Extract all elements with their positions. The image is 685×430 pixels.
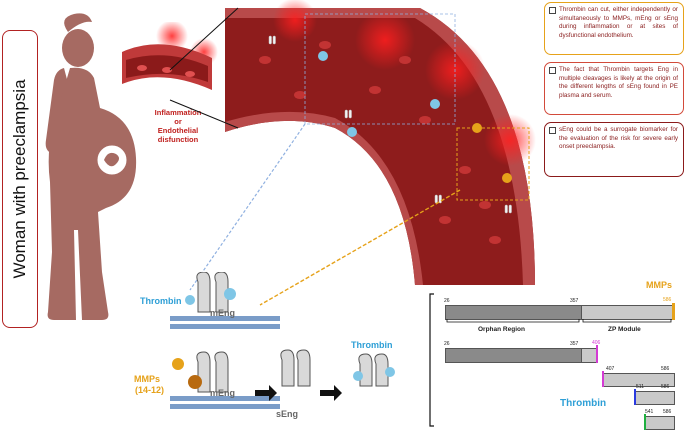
vessel-caption: Inflammation or Endothelial disfunction [128, 108, 228, 144]
bar5-start: 541 [645, 409, 654, 415]
bar5-end: 586 [663, 409, 672, 415]
bar2-mid: 357 [570, 341, 579, 347]
zoom-lines [169, 7, 461, 306]
info-box-1-text: Thrombin can cut, either independently o… [559, 6, 678, 39]
bar5-zp [645, 416, 675, 430]
thrombin-cut-marker-1 [596, 345, 598, 363]
mmps-label: MMPs [134, 374, 161, 384]
checkbox-icon [549, 127, 556, 134]
info-box-3-text: sEng could be a surrogate biomarker for … [559, 126, 678, 151]
seng-molecule [280, 349, 311, 387]
vessel-caption-line-3: Endothelial [157, 126, 199, 135]
bar4-zp [635, 391, 675, 405]
bar1-cut: 586 [663, 297, 672, 303]
bar3-end: 586 [661, 366, 670, 372]
bar1-start: 26 [444, 298, 450, 304]
domain-braces [446, 319, 672, 323]
info-box-2: The fact that Thrombin targets Eng in mu… [544, 62, 684, 115]
bar4-end: 586 [661, 384, 670, 390]
zp-module-label: ZP Module [608, 326, 641, 333]
checkbox-icon [549, 67, 556, 74]
bar2-orphan [445, 348, 582, 363]
mmps-map-label: MMPs [646, 280, 673, 290]
bar2-cut: 406 [592, 340, 601, 346]
vessel-caption-line-4: disfunction [157, 135, 199, 144]
inflamed-vessel-icon [122, 22, 218, 90]
thrombin-cut-marker-2 [602, 371, 604, 387]
domain-map-bracket [429, 293, 434, 427]
orphan-region-label: Orphan Region [478, 326, 525, 333]
cleaved-seng-molecule [353, 353, 395, 387]
info-box-3: sEng could be a surrogate biomarker for … [544, 122, 684, 177]
vessel-caption-line-2: or [174, 117, 182, 126]
thrombin-label-right: Thrombin [351, 340, 393, 350]
bar3-start: 407 [606, 366, 615, 372]
membrane-bottom [170, 351, 280, 409]
bar2-start: 26 [444, 341, 450, 347]
thrombin-cut-marker-4 [644, 414, 646, 430]
pregnant-woman-silhouette [45, 13, 137, 320]
checkbox-icon [549, 7, 556, 14]
seng-label: sEng [276, 409, 299, 419]
mmps-sub-label: (14-12) [135, 385, 165, 395]
thrombin-cut-marker-3 [634, 389, 636, 405]
info-box-1: Thrombin can cut, either independently o… [544, 2, 684, 55]
mmps-cut-marker [672, 303, 675, 320]
membrane-schematic [170, 272, 395, 409]
vessel-cross-section [225, 0, 536, 285]
bar4-start: 511 [636, 384, 644, 390]
arrow-icon [255, 385, 277, 401]
arrow-icon [320, 385, 342, 401]
meng-label-top: mEng [210, 308, 236, 318]
bar2-zp [581, 348, 597, 363]
side-label-box: Woman with preeclampsia [2, 30, 38, 328]
vessel-caption-line-1: Inflammation [154, 108, 202, 117]
info-box-2-text: The fact that Thrombin targets Eng in mu… [559, 66, 678, 99]
meng-label-bottom: mEng [210, 388, 236, 398]
thrombin-label-top: Thrombin [140, 296, 182, 306]
membrane-top [170, 272, 280, 329]
bar1-mid: 357 [570, 298, 579, 304]
thrombin-map-label: Thrombin [560, 398, 607, 409]
side-label: Woman with preeclampsia [10, 79, 29, 279]
